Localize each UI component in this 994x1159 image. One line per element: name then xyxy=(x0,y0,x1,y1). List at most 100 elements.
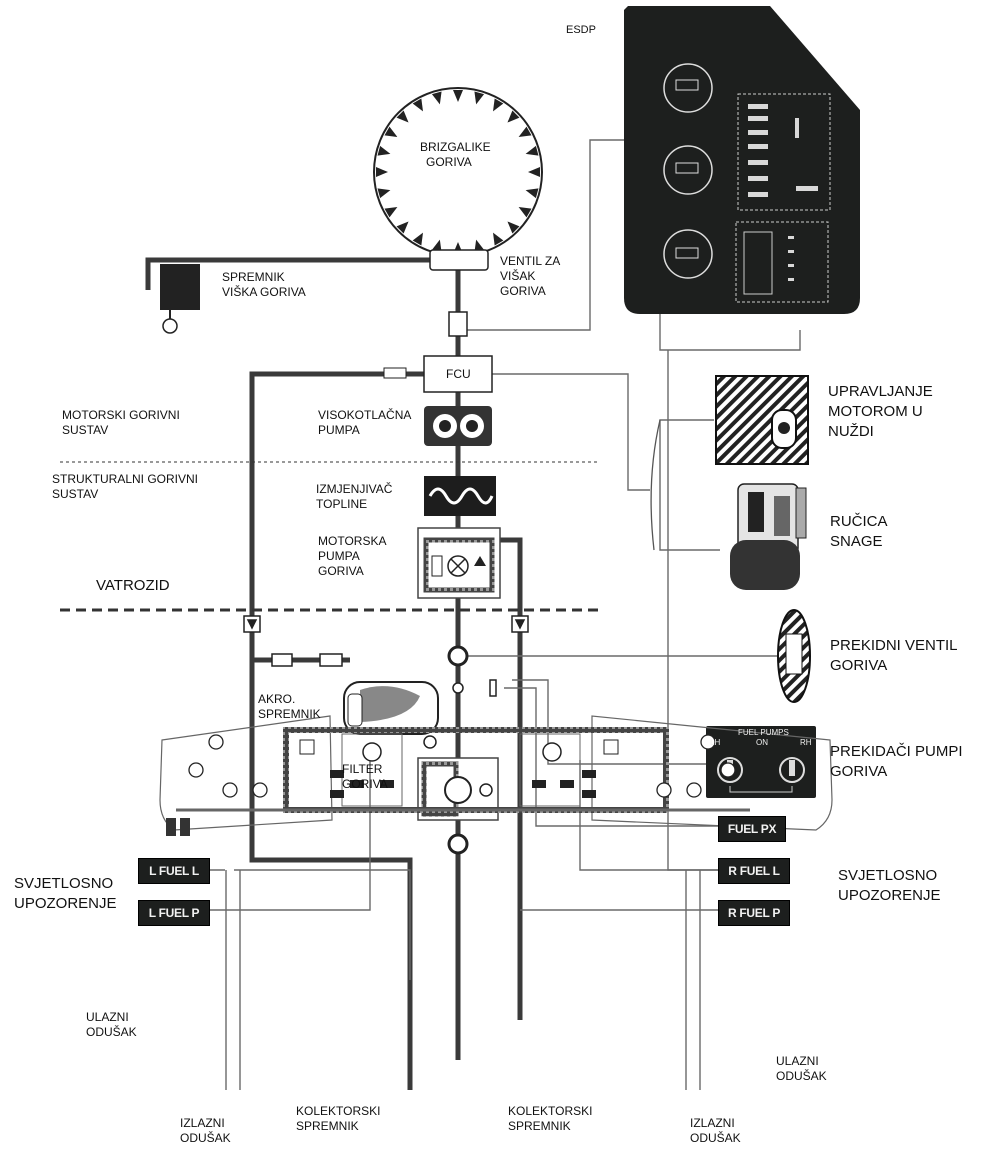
switch-panel-left: LH xyxy=(710,738,721,747)
outlet-vent-right-line2: ODUŠAK xyxy=(690,1131,741,1145)
restrictor-icon xyxy=(383,367,407,379)
injector-nozzle-icon xyxy=(377,145,391,156)
outlet-vent-left-label: IZLAZNI ODUŠAK xyxy=(180,1116,231,1146)
fuel-shutoff-label: PREKIDNI VENTIL GORIVA xyxy=(830,636,958,676)
heat-exchanger-label-line2: TOPLINE xyxy=(316,497,368,511)
collector-tank-right-line1: KOLEKTORSKI xyxy=(508,1104,593,1118)
excess-valve-label-line3: GORIVA xyxy=(500,284,546,298)
injector-nozzle-icon xyxy=(396,221,409,234)
injector-nozzle-icon xyxy=(376,167,388,177)
outlet-vent-left-line2: ODUŠAK xyxy=(180,1131,231,1145)
injector-nozzle-icon xyxy=(377,188,391,199)
annunciator-l-fuel-p: L FUEL P xyxy=(138,900,210,926)
switch-panel-right: RH xyxy=(800,738,812,747)
excess-tank-label: SPREMNIK VIŠKA GORIVA xyxy=(222,270,306,300)
warning-lights-label-right: SVJETLOSNO UPOZORENJE xyxy=(838,866,941,906)
excess-fuel-tank xyxy=(160,264,200,334)
injectors-label: BRIZGALIKE GORIVA xyxy=(420,140,491,170)
shutoff-valve-icon xyxy=(447,645,469,667)
injector-nozzle-icon xyxy=(412,98,423,112)
fcu-label: FCU xyxy=(446,367,471,381)
injector-nozzle-icon xyxy=(507,110,520,123)
flow-meter-icon xyxy=(447,833,469,855)
engine-fuel-system-label: MOTORSKI GORIVNI SUSTAV xyxy=(62,408,180,438)
engine-fuel-system-label-line1: MOTORSKI GORIVNI xyxy=(62,408,180,422)
injector-nozzle-icon xyxy=(525,188,539,199)
emergency-control-label-line2: MOTOROM U xyxy=(828,403,923,420)
check-valve-icon xyxy=(448,311,468,337)
hp-pump-label-line2: PUMPA xyxy=(318,423,360,437)
collector-tank-right-line2: SPREMNIK xyxy=(508,1119,571,1133)
emergency-engine-control-icon xyxy=(715,375,809,465)
injectors-label-line2: GORIVA xyxy=(426,155,472,169)
inlet-vent-left-line1: ULAZNI xyxy=(86,1010,129,1024)
outlet-vent-left-line1: IZLAZNI xyxy=(180,1116,225,1130)
hp-pump-label: VISOKOTLAČNA PUMPA xyxy=(318,408,411,438)
power-lever-label-line1: RUČICA xyxy=(830,513,888,530)
excess-tank-label-line1: SPREMNIK xyxy=(222,270,285,284)
pump-switches-label-line1: PREKIDAČI PUMPI xyxy=(830,743,963,760)
warning-lights-left-line1: SVJETLOSNO xyxy=(14,875,114,892)
warning-lights-left-line2: UPOZORENJE xyxy=(14,895,117,912)
outlet-vent-right-label: IZLAZNI ODUŠAK xyxy=(690,1116,741,1146)
collector-tank-right-label: KOLEKTORSKI SPREMNIK xyxy=(508,1104,592,1134)
hp-pump-label-line1: VISOKOTLAČNA xyxy=(318,408,412,422)
power-lever-label-line2: SNAGE xyxy=(830,533,883,550)
structural-fuel-system-label-line2: SUSTAV xyxy=(52,487,99,501)
heat-exchanger-label-line1: IZMJENJIVAČ xyxy=(316,482,393,496)
injectors-label-line1: BRIZGALIKE xyxy=(420,140,491,154)
injector-nozzle-icon xyxy=(384,126,398,137)
injector-nozzle-icon xyxy=(493,98,504,112)
inlet-vent-left-line2: ODUŠAK xyxy=(86,1025,137,1039)
esdp-panel xyxy=(624,6,860,314)
annunciator-fuel-px: FUEL PX xyxy=(718,816,786,842)
aerobatic-tank-label-line2: SPREMNIK xyxy=(258,707,321,721)
fuel-shutoff-handle-icon xyxy=(777,609,811,703)
inlet-vent-right-line1: ULAZNI xyxy=(776,1054,819,1068)
emergency-control-label-line3: NUŽDI xyxy=(828,423,874,440)
heat-exchanger-label: IZMJENJIVAČ TOPLINE xyxy=(316,482,392,512)
outlet-vent-right-line1: IZLAZNI xyxy=(690,1116,735,1130)
inlet-vent-left-label: ULAZNI ODUŠAK xyxy=(86,1010,137,1040)
injector-nozzle-icon xyxy=(493,232,504,246)
injector-nozzle-icon xyxy=(528,167,540,177)
annunciator-r-fuel-l: R FUEL L xyxy=(718,858,790,884)
fcu-box xyxy=(423,355,493,393)
engine-pump-label: MOTORSKA PUMPA GORIVA xyxy=(318,534,386,579)
hp-pump-icon xyxy=(424,406,492,446)
fuel-shutoff-label-line2: GORIVA xyxy=(830,657,888,674)
inlet-vent-right-label: ULAZNI ODUŠAK xyxy=(776,1054,827,1084)
fuel-filter-label-line1: FILTER xyxy=(342,762,383,776)
heat-exchanger-icon xyxy=(424,476,496,516)
aerobatic-tank-label: AKRO. SPREMNIK xyxy=(258,692,321,722)
fuel-filter-label-line2: GORIVA xyxy=(342,777,388,791)
injector-nozzle-icon xyxy=(453,90,463,102)
excess-fuel-valve xyxy=(429,249,489,271)
aerobatic-tank-icon xyxy=(343,681,439,749)
warning-lights-label-left: SVJETLOSNO UPOZORENJE xyxy=(14,874,117,914)
structural-fuel-system-label: STRUKTURALNI GORIVNI SUSTAV xyxy=(52,472,198,502)
injector-nozzle-icon xyxy=(396,110,409,123)
injector-nozzle-icon xyxy=(412,232,423,246)
esdp-label: ESDP xyxy=(566,24,596,36)
injector-nozzle-icon xyxy=(525,145,539,156)
emergency-control-label: UPRAVLJANJE MOTOROM U NUŽDI xyxy=(828,382,933,442)
excess-valve-label-line1: VENTIL ZA xyxy=(500,254,561,268)
pump-switches-label: PREKIDAČI PUMPI GORIVA xyxy=(830,742,963,782)
structural-fuel-system-label-line1: STRUKTURALNI GORIVNI xyxy=(52,472,199,486)
injector-nozzle-icon xyxy=(384,207,398,218)
signal-lines xyxy=(210,139,801,1090)
engine-pump-label-line3: GORIVA xyxy=(318,564,364,578)
switch-panel-center: ON xyxy=(756,738,768,747)
collector-tank-left-line2: SPREMNIK xyxy=(296,1119,359,1133)
firewall-label: VATROZID xyxy=(96,577,170,594)
junction-icon xyxy=(452,682,464,694)
collector-tank-left-line1: KOLEKTORSKI xyxy=(296,1104,381,1118)
inlet-vent-right-line2: ODUŠAK xyxy=(776,1069,827,1083)
injector-nozzle-icon xyxy=(518,207,532,218)
injector-nozzle-icon xyxy=(518,126,532,137)
switch-panel-title: FUEL PUMPS xyxy=(738,728,789,737)
engine-pump-label-line2: PUMPA xyxy=(318,549,360,563)
excess-tank-label-line2: VIŠKA GORIVA xyxy=(222,285,306,299)
